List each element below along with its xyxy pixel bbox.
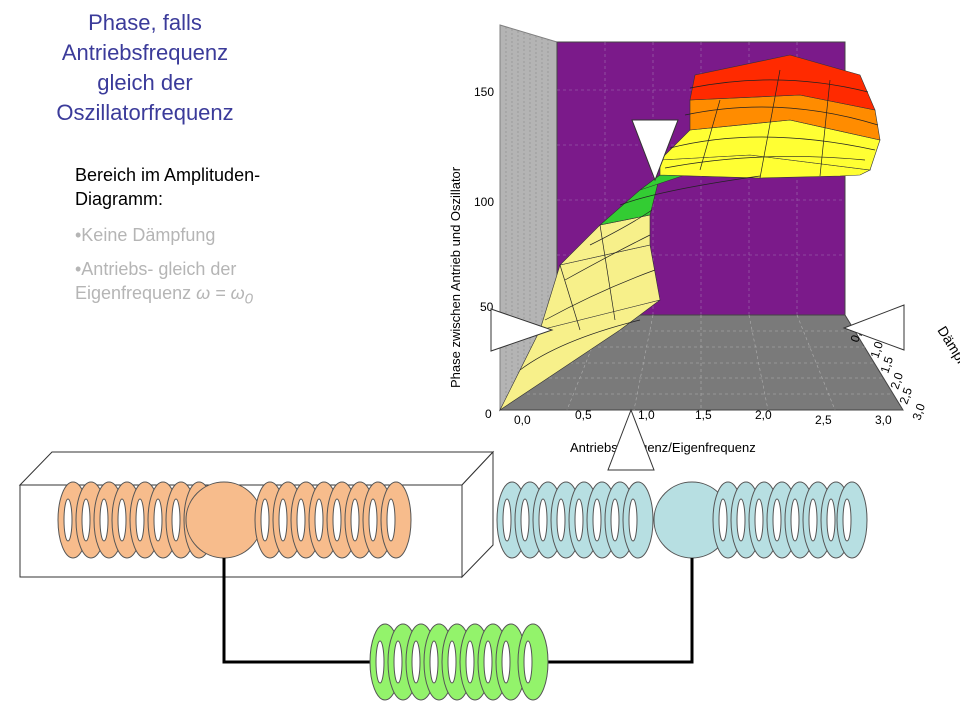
omega-subscript: 0	[244, 290, 253, 308]
x-tick-3-0: 3,0	[875, 413, 892, 427]
left-spring-right	[254, 481, 412, 559]
z-tick-3-0: 3,0	[910, 401, 929, 422]
x-tick-0-0: 0,0	[514, 413, 531, 427]
bullet-no-damping: •Keine Dämpfung	[75, 225, 216, 245]
x-tick-2-0: 2,0	[755, 408, 772, 422]
y-tick-100: 100	[474, 195, 494, 209]
pointer-triangle-left	[842, 304, 905, 351]
slide-title: Phase, falls Antriebsfrequenz gleich der…	[20, 8, 270, 128]
title-line-1: Phase, falls	[88, 10, 202, 35]
text-heading-line-2: Diagramm:	[75, 189, 164, 209]
x-tick-0-5: 0,5	[575, 408, 592, 422]
bullet-resonance-line-2: Eigenfrequenz ω = ω0	[75, 281, 335, 312]
z-tick-2-5: 2,5	[897, 385, 916, 406]
text-heading-line-1: Bereich im Amplituden-	[75, 165, 261, 185]
x-tick-2-5: 2,5	[815, 413, 832, 427]
y-axis-label: Phase zwischen Antrieb und Oszillator	[448, 166, 463, 388]
text-block: Bereich im Amplituden- Diagramm: •Keine …	[75, 163, 335, 312]
z-tick-1-5: 1,5	[878, 354, 897, 375]
bullet-resonance-prefix: Eigenfrequenz	[75, 283, 197, 303]
housing-box-top	[18, 451, 495, 486]
title-line-2: Antriebsfrequenz	[61, 40, 229, 65]
x-tick-1-5: 1,5	[695, 408, 712, 422]
y-tick-0: 0	[485, 407, 492, 421]
coupling-spring	[369, 623, 549, 701]
pointer-triangle-up	[607, 408, 655, 471]
title-line-4: Oszillatorfrequenz	[56, 100, 234, 125]
right-spring-left	[496, 481, 654, 559]
y-tick-50: 50	[480, 300, 494, 314]
bullet-resonance-line-1: •Antriebs- gleich der	[75, 259, 237, 279]
y-tick-150: 150	[474, 85, 494, 99]
coupling-rod-left	[222, 558, 372, 664]
right-spring-right	[712, 481, 868, 559]
z-tick-1-0: 1,0	[868, 339, 887, 360]
x-tick-1-0: 1,0	[638, 408, 655, 422]
omega-formula: ω = ω	[196, 283, 245, 303]
phase-surface	[499, 54, 881, 411]
title-line-3: gleich der	[97, 70, 193, 95]
coupling-rod-right	[548, 558, 694, 664]
z-tick-2-0: 2,0	[888, 370, 907, 391]
pointer-triangle-down	[631, 119, 679, 182]
pointer-triangle-right	[490, 308, 554, 352]
left-mass	[185, 481, 263, 559]
